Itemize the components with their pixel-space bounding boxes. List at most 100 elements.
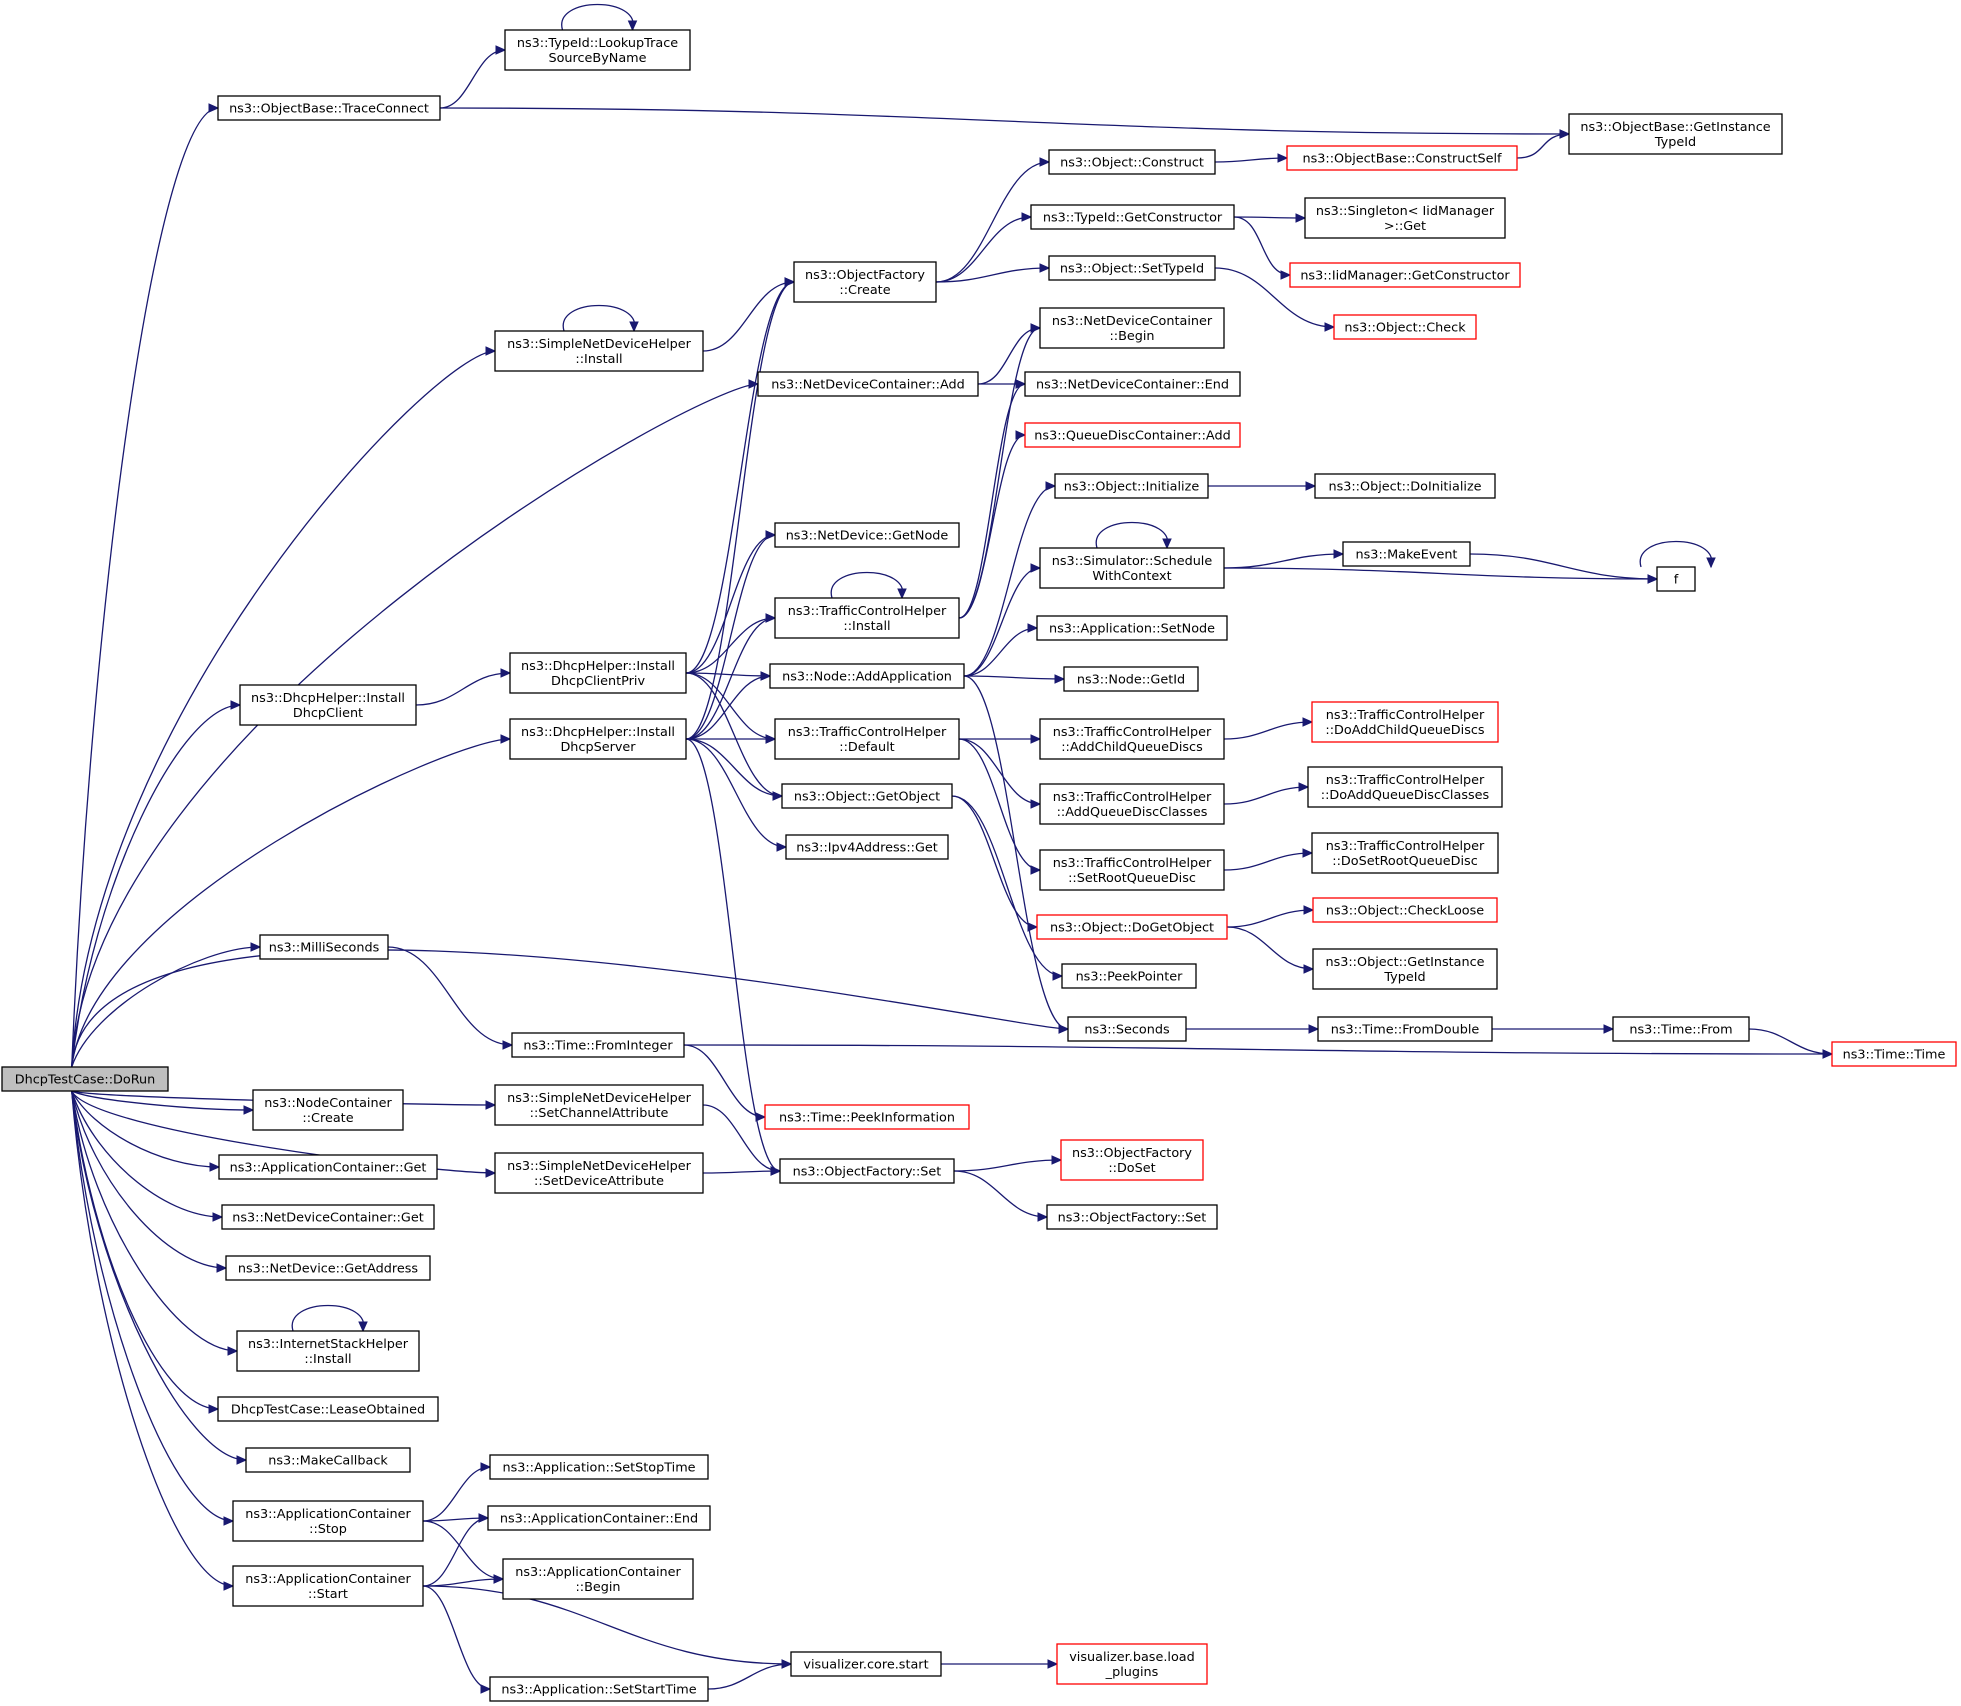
node-ndc-get[interactable]: ns3::NetDeviceContainer::Get (221, 1204, 435, 1230)
node-ndc-add[interactable]: ns3::NetDeviceContainer::Add (757, 371, 979, 397)
node-obj-checkloose[interactable]: ns3::Object::CheckLoose (1312, 897, 1498, 923)
call-edge-arrowhead (1324, 322, 1336, 332)
node-box (781, 783, 953, 809)
call-edge (953, 1159, 1062, 1172)
node-iid-getctor[interactable]: ns3::IidManager::GetConstructor (1289, 262, 1521, 288)
node-peekpointer[interactable]: ns3::PeekPointer (1061, 963, 1197, 989)
node-root[interactable]: DhcpTestCase::DoRun (1, 1066, 169, 1092)
call-edge (953, 1170, 1048, 1218)
node-leaseobtained[interactable]: DhcpTestCase::LeaseObtained (217, 1396, 439, 1422)
node-nd-getnode[interactable]: ns3::NetDevice::GetNode (774, 522, 960, 548)
node-time-peekinfo[interactable]: ns3::Time::PeekInformation (764, 1104, 970, 1130)
node-box (1056, 1643, 1208, 1685)
node-time-from[interactable]: ns3::Time::From (1612, 1016, 1750, 1042)
node-sndh-setdevice[interactable]: ns3::SimpleNetDeviceHelper::SetDeviceAtt… (494, 1152, 704, 1194)
node-appcont-begin[interactable]: ns3::ApplicationContainer::Begin (502, 1558, 694, 1600)
node-label: ns3::DhcpHelper::Install (521, 659, 675, 674)
node-time-time[interactable]: ns3::Time::Time (1831, 1041, 1957, 1067)
node-label: DhcpClient (293, 706, 363, 721)
node-tch-addclasses[interactable]: ns3::TrafficControlHelper::AddQueueDiscC… (1039, 783, 1225, 825)
node-tch-doaddclasses[interactable]: ns3::TrafficControlHelper::DoAddQueueDis… (1307, 766, 1503, 808)
node-obj-dogetobject[interactable]: ns3::Object::DoGetObject (1036, 914, 1228, 940)
node-tch-addchild[interactable]: ns3::TrafficControlHelper::AddChildQueue… (1039, 718, 1225, 760)
node-of-doset[interactable]: ns3::ObjectFactory::DoSet (1060, 1139, 1204, 1181)
node-appcont-stop[interactable]: ns3::ApplicationContainer::Stop (232, 1500, 424, 1542)
node-app-setnode[interactable]: ns3::Application::SetNode (1036, 615, 1228, 641)
call-edge-arrowhead (243, 1105, 255, 1115)
node-label: DhcpServer (560, 740, 636, 755)
node-constructself[interactable]: ns3::ObjectBase::ConstructSelf (1286, 145, 1518, 171)
node-app-setstarttime[interactable]: ns3::Application::SetStartTime (489, 1676, 709, 1702)
node-sndh-install[interactable]: ns3::SimpleNetDeviceHelper::Install (494, 330, 704, 372)
node-qdc-add[interactable]: ns3::QueueDiscContainer::Add (1024, 422, 1241, 448)
node-tch-default[interactable]: ns3::TrafficControlHelper::Default (774, 718, 960, 760)
node-obj-check[interactable]: ns3::Object::Check (1333, 314, 1477, 340)
node-node-addapp[interactable]: ns3::Node::AddApplication (769, 663, 965, 689)
node-box (757, 371, 979, 397)
node-box (489, 1454, 709, 1480)
node-label: visualizer.base.load (1069, 1650, 1195, 1665)
node-f[interactable]: f (1656, 566, 1696, 592)
node-millis[interactable]: ns3::MilliSeconds (259, 934, 389, 960)
node-objfactory-create[interactable]: ns3::ObjectFactory::Create (793, 261, 937, 303)
node-obj-doinitialize[interactable]: ns3::Object::DoInitialize (1314, 473, 1496, 499)
node-obj-construct[interactable]: ns3::Object::Construct (1048, 149, 1216, 175)
node-nd-getaddress[interactable]: ns3::NetDevice::GetAddress (225, 1255, 431, 1281)
node-label: DhcpTestCase::LeaseObtained (231, 1403, 425, 1418)
node-box (239, 684, 417, 726)
node-appcont-start[interactable]: ns3::ApplicationContainer::Start (232, 1565, 424, 1607)
node-time-fromdouble[interactable]: ns3::Time::FromDouble (1317, 1016, 1493, 1042)
node-seconds[interactable]: ns3::Seconds (1067, 1016, 1187, 1042)
call-edge (958, 738, 1041, 805)
node-obj-getobject[interactable]: ns3::Object::GetObject (781, 783, 953, 809)
call-edge-arrowhead (1302, 848, 1314, 858)
node-ndc-begin[interactable]: ns3::NetDeviceContainer::Begin (1039, 307, 1225, 349)
node-box (1039, 849, 1225, 891)
node-obj-settypeid[interactable]: ns3::Object::SetTypeId (1048, 255, 1216, 281)
node-of-set2[interactable]: ns3::ObjectFactory::Set (1046, 1204, 1218, 1230)
node-viz-core-start[interactable]: visualizer.core.start (790, 1651, 942, 1677)
node-tch-setroot[interactable]: ns3::TrafficControlHelper::SetRootQueueD… (1039, 849, 1225, 891)
node-sndh-setchannel[interactable]: ns3::SimpleNetDeviceHelper::SetChannelAt… (494, 1084, 704, 1126)
node-makecallback[interactable]: ns3::MakeCallback (245, 1447, 411, 1473)
call-edge (439, 49, 506, 109)
node-label: ns3::Time::PeekInformation (779, 1111, 955, 1126)
node-typeid-getctor[interactable]: ns3::TypeId::GetConstructor (1030, 204, 1235, 230)
node-viz-base-load[interactable]: visualizer.base.load_plugins (1056, 1643, 1208, 1685)
node-label: ns3::Object::Check (1344, 321, 1466, 336)
node-appcont-end[interactable]: ns3::ApplicationContainer::End (487, 1505, 711, 1531)
node-singleton-get[interactable]: ns3::Singleton< IidManager>::Get (1304, 197, 1506, 239)
node-box (774, 718, 960, 760)
node-appcont-get[interactable]: ns3::ApplicationContainer::Get (218, 1154, 438, 1180)
call-edge (685, 675, 771, 740)
node-ipv4-get[interactable]: ns3::Ipv4Address::Get (785, 834, 949, 860)
node-tch-install[interactable]: ns3::TrafficControlHelper::Install (774, 597, 960, 639)
call-edge (1223, 721, 1313, 740)
node-nodecont-create[interactable]: ns3::NodeContainer::Create (252, 1089, 404, 1131)
call-edge-arrowhead (776, 842, 788, 852)
node-ish-install[interactable]: ns3::InternetStackHelper::Install (236, 1330, 420, 1372)
node-ndc-end[interactable]: ns3::NetDeviceContainer::End (1024, 371, 1241, 397)
node-label: ns3::NetDeviceContainer (1052, 314, 1213, 329)
node-time-frominteger[interactable]: ns3::Time::FromInteger (511, 1032, 685, 1058)
node-app-setstoptime[interactable]: ns3::Application::SetStopTime (489, 1454, 709, 1480)
node-node-getid[interactable]: ns3::Node::GetId (1063, 666, 1199, 692)
call-edge-arrowhead (1051, 1155, 1063, 1165)
node-label: ::Install (843, 619, 890, 634)
call-edge-arrowhead (1647, 574, 1659, 584)
node-label: ns3::TrafficControlHelper (788, 604, 947, 619)
node-tch-doaddchild[interactable]: ns3::TrafficControlHelper::DoAddChildQue… (1311, 701, 1499, 743)
node-of-set1[interactable]: ns3::ObjectFactory::Set (779, 1158, 955, 1184)
node-traceconnect[interactable]: ns3::ObjectBase::TraceConnect (217, 95, 441, 121)
node-obj-initialize[interactable]: ns3::Object::Initialize (1054, 473, 1209, 499)
node-makeevent[interactable]: ns3::MakeEvent (1342, 541, 1471, 567)
node-tch-dosetroot[interactable]: ns3::TrafficControlHelper::DoSetRootQueu… (1311, 832, 1499, 874)
call-edge (71, 1090, 227, 1269)
